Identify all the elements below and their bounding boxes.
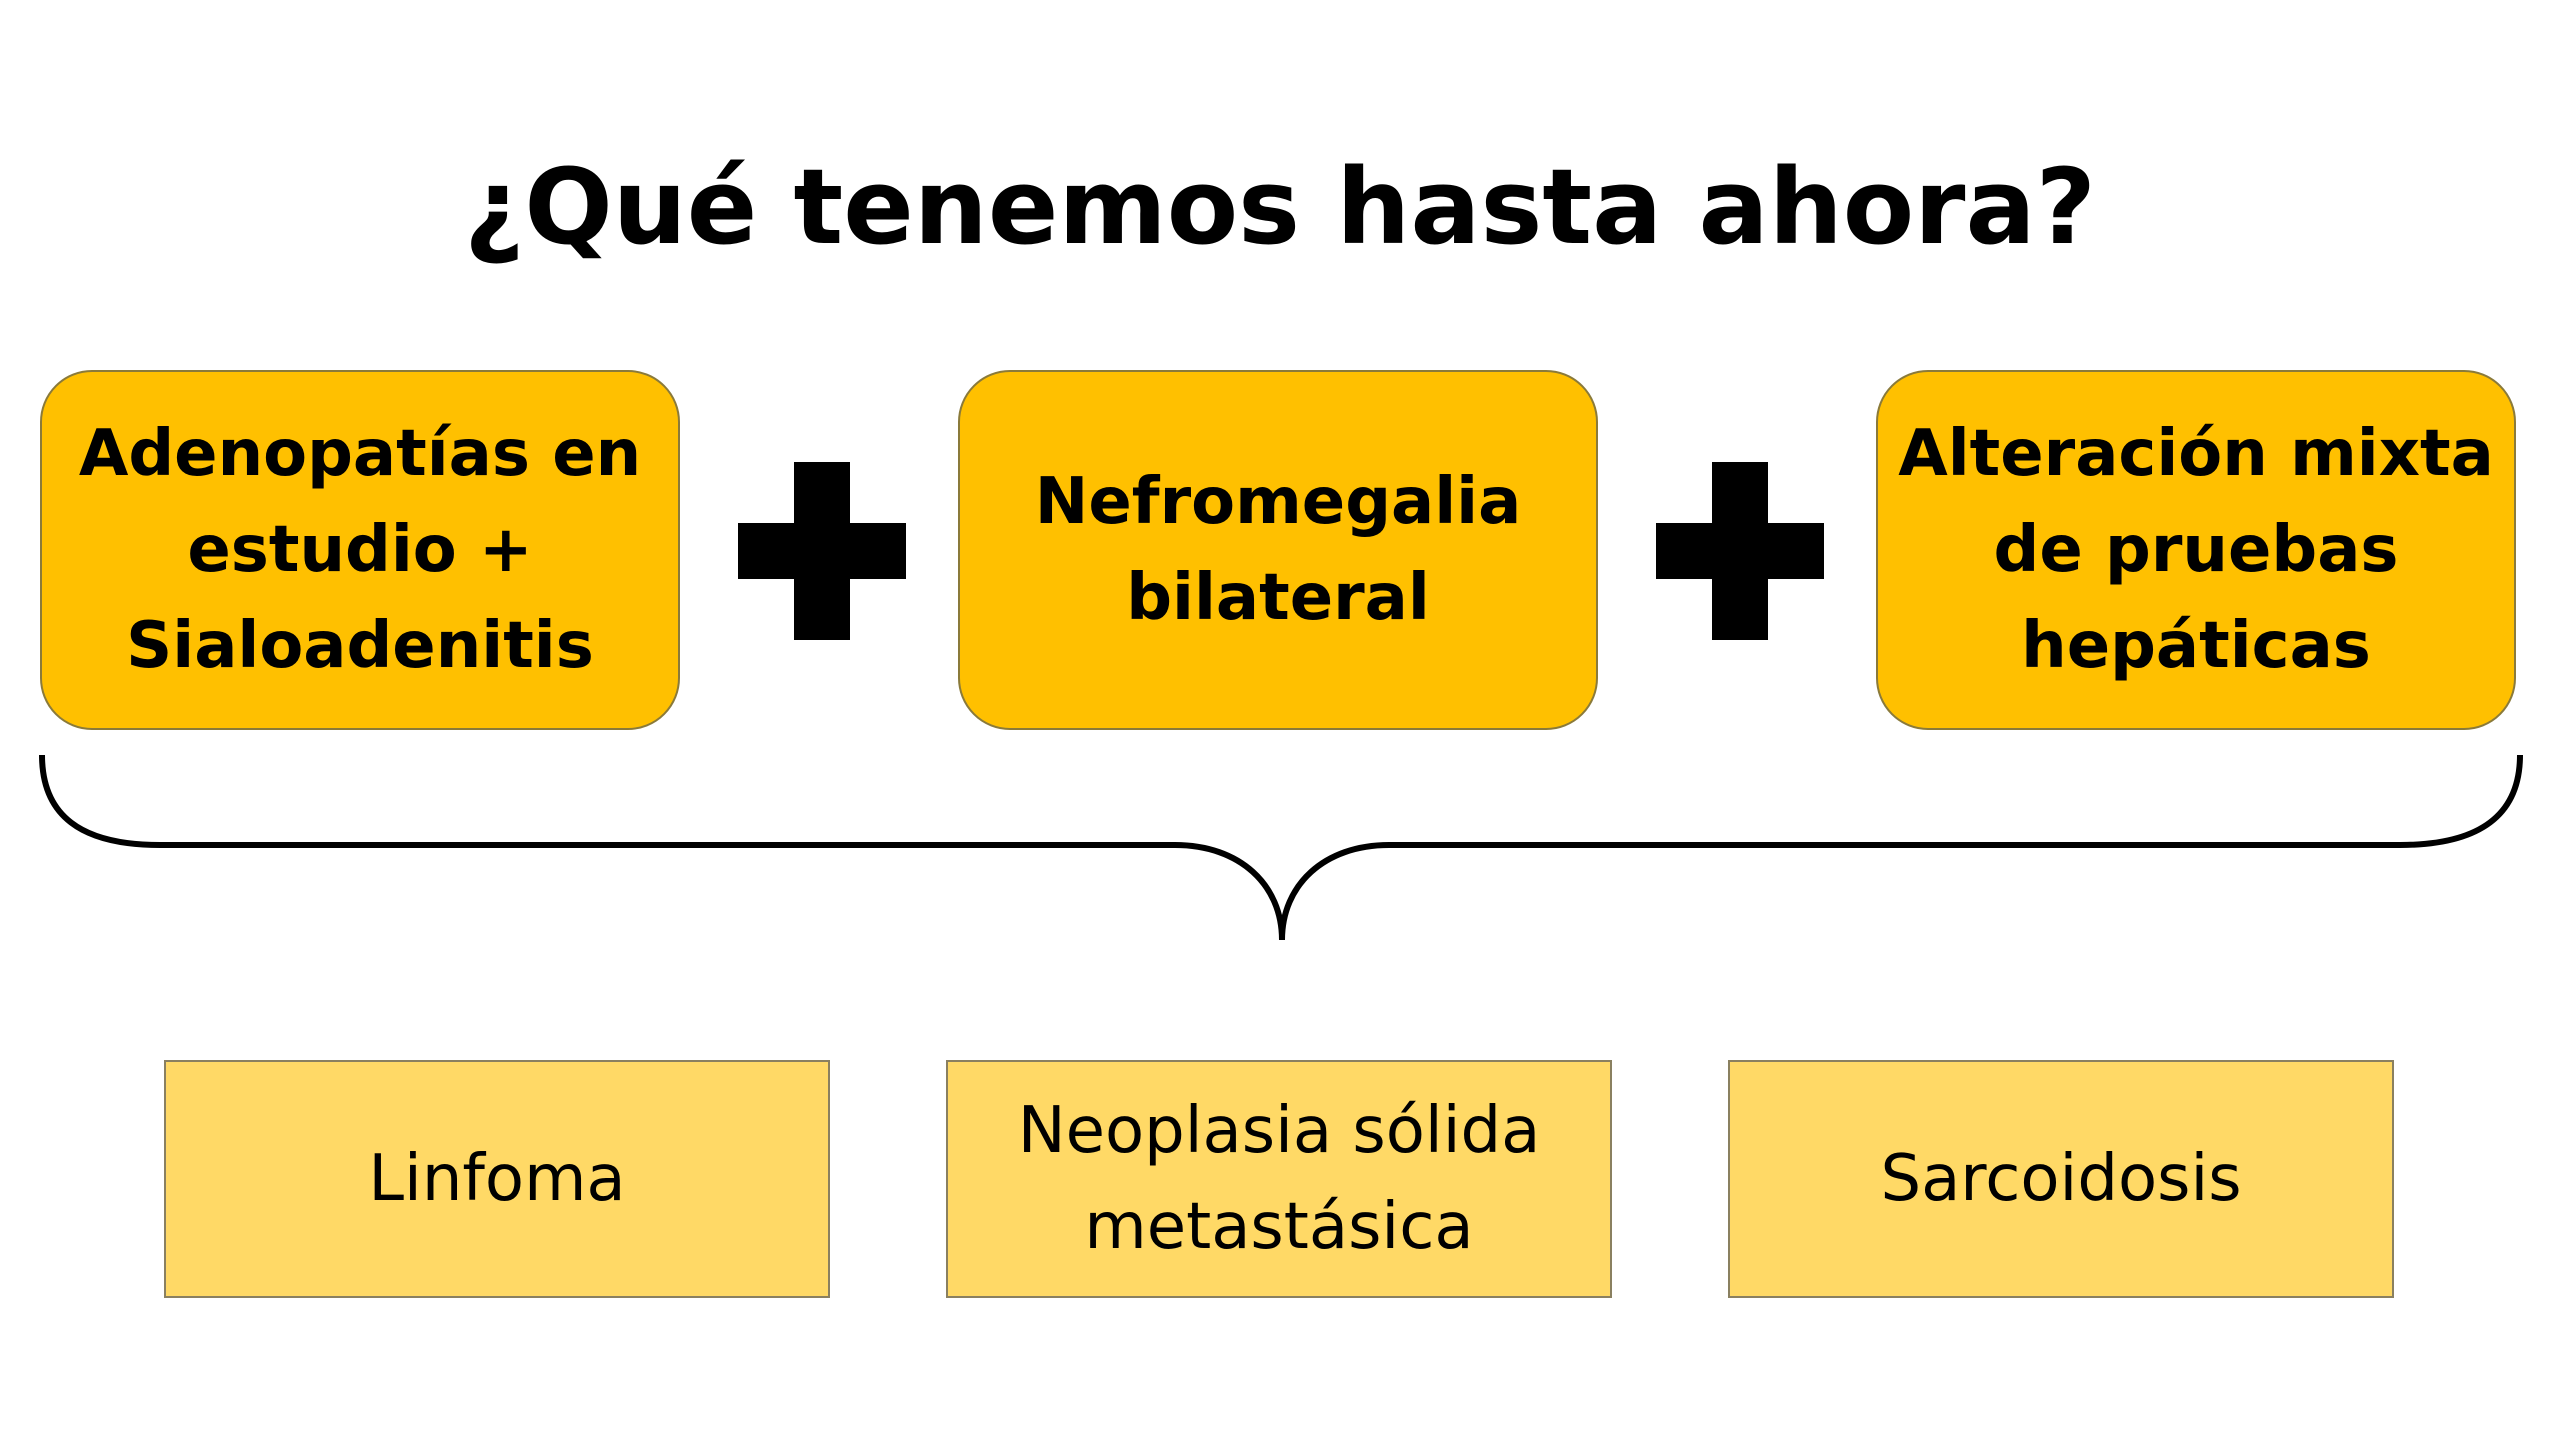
candidate-box-sarcoidosis: Sarcoidosis — [1728, 1060, 2394, 1298]
finding-box-adenopathies: Adenopatías en estudio + Sialoadenitis — [40, 370, 680, 730]
brace-path — [39, 754, 2523, 941]
plus-icon — [1656, 462, 1824, 640]
candidate-box-lymphoma: Linfoma — [164, 1060, 830, 1298]
finding-label: Adenopatías en estudio + Sialoadenitis — [78, 417, 642, 683]
finding-box-nephromegaly: Nefromegalia bilateral — [958, 370, 1598, 730]
candidate-label: Sarcoidosis — [1880, 1142, 2242, 1216]
candidate-box-metastatic-neoplasm: Neoplasia sólida metastásica — [946, 1060, 1612, 1298]
plus-icon — [738, 462, 906, 640]
candidate-label: Neoplasia sólida metastásica — [1017, 1094, 1541, 1264]
candidate-label: Linfoma — [368, 1142, 626, 1216]
finding-box-liver-tests: Alteración mixta de pruebas hepáticas — [1876, 370, 2516, 730]
finding-label: Nefromegalia bilateral — [1034, 465, 1522, 635]
slide-title: ¿Qué tenemos hasta ahora? — [464, 146, 2096, 268]
finding-label: Alteración mixta de pruebas hepáticas — [1898, 417, 2494, 683]
